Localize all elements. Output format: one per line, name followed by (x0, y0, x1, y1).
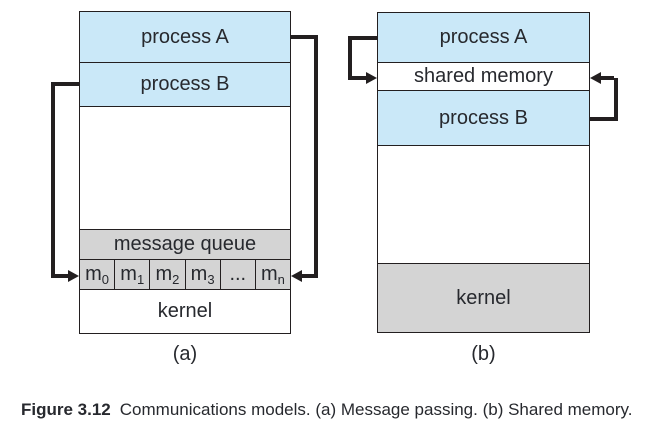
arrow-a-left-arrowhead-icon (68, 270, 79, 282)
figure-caption: Figure 3.12 Communications models. (a) Me… (21, 400, 632, 420)
message-queue-band: message queue (80, 230, 290, 260)
shared-memory-label: shared memory (414, 65, 553, 87)
arrow-a-left-vertical-segment (51, 82, 55, 278)
message-queue-cells: m0 m1 m2 m3 ... mn (80, 260, 291, 290)
queue-cell-text: m3 (190, 263, 215, 287)
arrow-a-left-top-segment (51, 82, 79, 86)
process-b-label: process B (140, 73, 230, 95)
empty-space (80, 107, 290, 230)
arrow-a-right-vertical-segment (314, 35, 318, 278)
queue-cell-text: m2 (155, 263, 180, 287)
process-b-band: process B (80, 63, 290, 107)
queue-cell-text: m1 (120, 263, 145, 287)
kernel-band: kernel (378, 264, 589, 332)
arrow-b-left-arrowhead-icon (366, 72, 377, 84)
message-queue-label: message queue (113, 233, 257, 255)
arrow-b-right-top-segment (601, 76, 614, 80)
process-a-label: process A (439, 26, 528, 48)
queue-cell-m0: m0 (80, 260, 116, 289)
process-a-label: process A (141, 25, 229, 48)
arrow-b-left-bottom-segment (352, 76, 366, 80)
figure-caption-number: Figure 3.12 (21, 400, 111, 419)
kernel-band: kernel (80, 290, 290, 333)
arrow-b-left-vertical-segment (348, 36, 352, 80)
message-passing-diagram: process A process B message queue m0 m1 … (79, 11, 291, 334)
figure-caption-text: Communications models. (a) Message passi… (119, 400, 633, 419)
diagram-a-label: (a) (172, 343, 198, 365)
arrow-a-left-bottom-segment (55, 274, 68, 278)
kernel-label: kernel (157, 300, 213, 322)
process-a-band: process A (378, 13, 589, 63)
arrow-a-right-arrowhead-icon (291, 270, 302, 282)
arrow-b-left-top-segment (348, 36, 377, 40)
queue-cell-text: m0 (85, 263, 110, 287)
shared-memory-diagram: process A shared memory process B kernel (377, 12, 590, 333)
shared-memory-band: shared memory (378, 63, 589, 91)
arrow-b-right-vertical-segment (614, 78, 618, 121)
arrow-b-right-bottom-segment (590, 117, 618, 121)
queue-cell-text: ... (229, 263, 247, 285)
queue-cell-mn: mn (255, 260, 291, 289)
arrow-b-right-arrowhead-icon (590, 72, 601, 84)
arrow-a-right-top-segment (290, 35, 318, 39)
kernel-label: kernel (456, 286, 511, 309)
process-b-band: process B (378, 91, 589, 146)
process-b-label: process B (439, 106, 528, 129)
process-a-band: process A (80, 12, 290, 63)
queue-cell-ellipsis: ... (220, 260, 256, 289)
arrow-a-right-bottom-segment (302, 274, 318, 278)
diagram-b-label: (b) (471, 343, 496, 365)
queue-cell-m2: m2 (150, 260, 186, 289)
empty-space (378, 146, 589, 264)
queue-cell-m1: m1 (115, 260, 151, 289)
queue-cell-text: mn (260, 263, 285, 287)
queue-cell-m3: m3 (185, 260, 221, 289)
